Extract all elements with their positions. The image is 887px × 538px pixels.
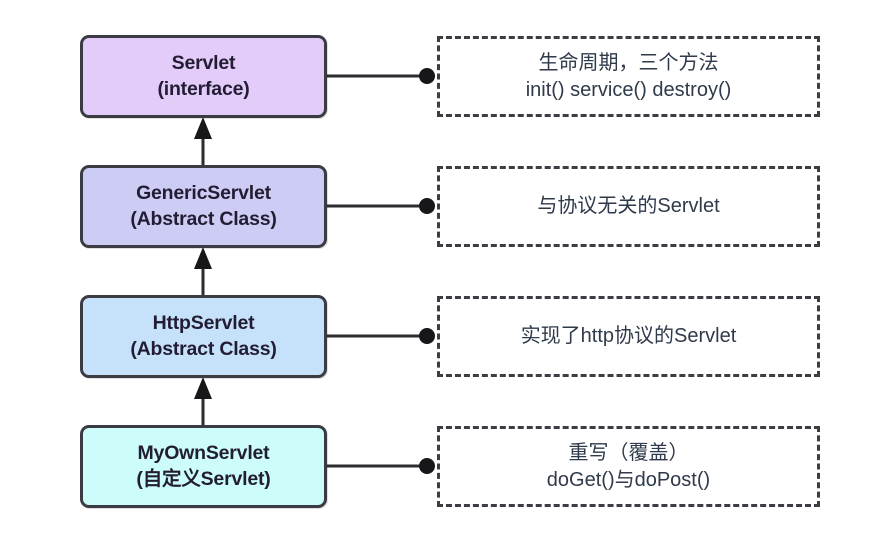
- class-node-servlet-kind: (interface): [157, 77, 250, 100]
- note-connector-httpservlet: [327, 328, 435, 344]
- annotation-note-servlet[interactable]: 生命周期，三个方法 init() service() destroy(): [437, 36, 820, 117]
- annotation-note-myownservlet[interactable]: 重写（覆盖） doGet()与doPost(): [437, 426, 820, 507]
- class-node-servlet-name: Servlet: [171, 52, 236, 75]
- annotation-note-httpservlet-line1: 实现了http协议的Servlet: [520, 325, 737, 348]
- class-node-myownservlet-kind: (自定义Servlet): [136, 467, 271, 490]
- annotation-note-genericservlet-line1: 与协议无关的Servlet: [537, 195, 720, 218]
- class-node-httpservlet-kind: (Abstract Class): [130, 337, 277, 360]
- inheritance-arrow-httpservlet-to-genericservlet: [194, 247, 212, 295]
- class-node-genericservlet-name: GenericServlet: [136, 182, 271, 205]
- class-node-httpservlet-name: HttpServlet: [152, 312, 255, 335]
- annotation-note-servlet-line2: init() service() destroy(): [525, 78, 732, 101]
- inheritance-arrow-genericservlet-to-servlet: [194, 117, 212, 165]
- inheritance-arrow-myownservlet-to-httpservlet: [194, 377, 212, 425]
- class-node-myownservlet[interactable]: MyOwnServlet (自定义Servlet): [80, 425, 327, 508]
- annotation-note-httpservlet[interactable]: 实现了http协议的Servlet: [437, 296, 820, 377]
- annotation-note-servlet-line1: 生命周期，三个方法: [538, 52, 719, 75]
- annotation-note-myownservlet-line1: 重写（覆盖）: [568, 442, 689, 465]
- class-node-genericservlet-kind: (Abstract Class): [130, 207, 277, 230]
- class-node-httpservlet[interactable]: HttpServlet (Abstract Class): [80, 295, 327, 378]
- annotation-note-myownservlet-line2: doGet()与doPost(): [546, 468, 711, 491]
- note-connector-myownservlet: [327, 458, 435, 474]
- class-node-servlet[interactable]: Servlet (interface): [80, 35, 327, 118]
- note-connector-servlet: [327, 68, 435, 84]
- class-node-genericservlet[interactable]: GenericServlet (Abstract Class): [80, 165, 327, 248]
- note-connector-genericservlet: [327, 198, 435, 214]
- annotation-note-genericservlet[interactable]: 与协议无关的Servlet: [437, 166, 820, 247]
- class-node-myownservlet-name: MyOwnServlet: [137, 442, 270, 465]
